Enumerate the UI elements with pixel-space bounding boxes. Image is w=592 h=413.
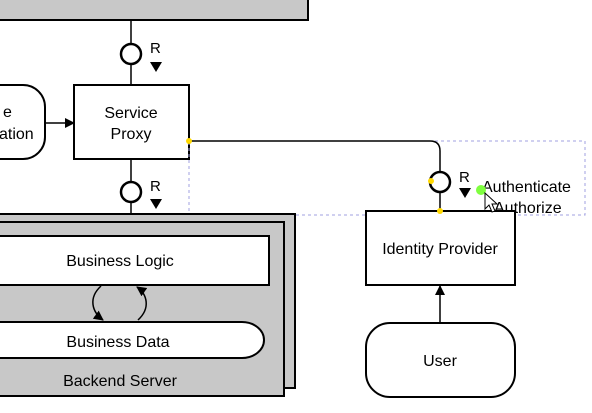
left-partial-node[interactable]: e ation	[0, 84, 46, 160]
interface-identity[interactable]: R	[428, 169, 471, 211]
business-logic-label: Business Logic	[66, 253, 174, 270]
business-data-label: Business Data	[66, 334, 169, 351]
interface-middle-direction-icon	[150, 199, 162, 209]
mouse-cursor-icon	[484, 191, 499, 213]
interface-top-label: R	[150, 40, 161, 57]
user-label: User	[423, 353, 457, 370]
business-data-node[interactable]: Business Data	[0, 321, 265, 359]
connector-label-1[interactable]: Authenticate	[482, 179, 571, 196]
left-partial-label-1: e	[3, 104, 12, 121]
interface-handle[interactable]	[428, 178, 434, 184]
user-node[interactable]: User	[365, 322, 516, 398]
top-container-partial[interactable]	[0, 0, 309, 21]
identity-provider-node[interactable]: Identity Provider	[365, 210, 516, 286]
interface-middle[interactable]: R	[119, 159, 162, 222]
connector-start-handle[interactable]	[186, 138, 192, 144]
service-proxy-node[interactable]: Service Proxy	[73, 84, 190, 160]
label-move-handle[interactable]	[476, 185, 486, 195]
service-proxy-label-1: Service	[104, 105, 157, 122]
interface-top[interactable]: R	[119, 20, 162, 85]
service-proxy-label-2: Proxy	[111, 126, 152, 143]
connector-end-handle[interactable]	[437, 208, 443, 214]
interface-identity-direction-icon	[459, 188, 471, 198]
identity-provider-label: Identity Provider	[382, 241, 498, 258]
interface-identity-label: R	[459, 169, 470, 186]
business-logic-node[interactable]: Business Logic	[0, 235, 270, 286]
proxy-to-identity-edge[interactable]	[189, 140, 441, 172]
logic-data-cycle-edges[interactable]	[92, 285, 148, 321]
backend-server-label: Backend Server	[63, 373, 178, 390]
interface-middle-label: R	[150, 178, 161, 195]
left-partial-label-2: ation	[0, 126, 34, 143]
interface-top-direction-icon	[150, 62, 162, 72]
